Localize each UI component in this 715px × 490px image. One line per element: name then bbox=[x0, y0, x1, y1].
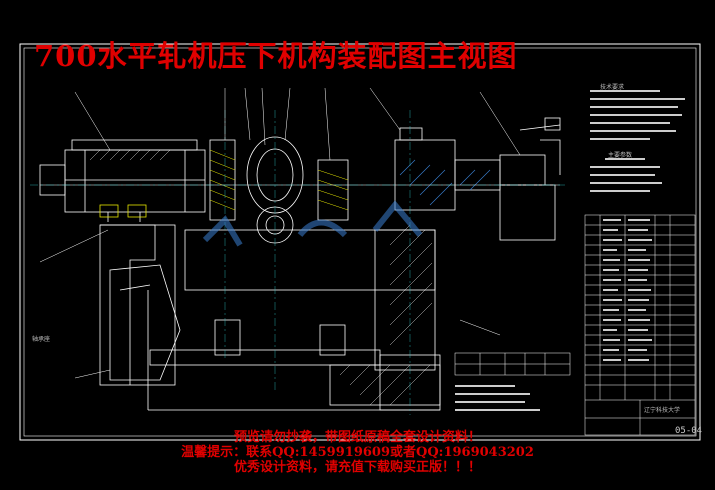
school-label: 辽宁科技大学 bbox=[644, 407, 681, 414]
spec-title: 主要参数 bbox=[608, 152, 633, 159]
tech-req-title: 技术要求 bbox=[600, 84, 625, 91]
screw-hatch bbox=[339, 224, 433, 406]
left-label: 轴承座 bbox=[32, 336, 51, 343]
gearbox-hatch bbox=[89, 149, 171, 161]
parameter-table bbox=[454, 352, 571, 376]
worm-gear-2 bbox=[317, 159, 349, 221]
tech-requirements-block bbox=[590, 90, 685, 192]
roll-chock bbox=[109, 264, 181, 381]
worm-gear-1 bbox=[209, 139, 236, 221]
footer-line-3: 优秀设计资料，请充值下载购买正版！！！ bbox=[233, 460, 481, 475]
watermark bbox=[202, 200, 423, 247]
footer-line-1: 预览请勿抄袭，带图纸原稿全套设计资料！ bbox=[233, 430, 481, 445]
parts-list-text bbox=[603, 219, 652, 361]
right-drive-assembly bbox=[394, 117, 561, 241]
drive-hatch-blue bbox=[399, 159, 491, 206]
drawing-frame-outer bbox=[19, 43, 701, 441]
leader-lines bbox=[39, 87, 521, 379]
drawing-number: 05-04 bbox=[675, 426, 703, 436]
gearbox-left bbox=[39, 139, 206, 222]
footer-line-2: 温馨提示：联系QQ:1459919609或者QQ:1969043202 bbox=[181, 445, 534, 460]
page-title: 700水平轧机压下机构装配图主视图 bbox=[34, 39, 518, 73]
mill-housing bbox=[99, 224, 441, 411]
notes-block bbox=[455, 385, 540, 411]
parts-list-table bbox=[584, 214, 696, 436]
drawing-frame-inner bbox=[23, 47, 697, 437]
